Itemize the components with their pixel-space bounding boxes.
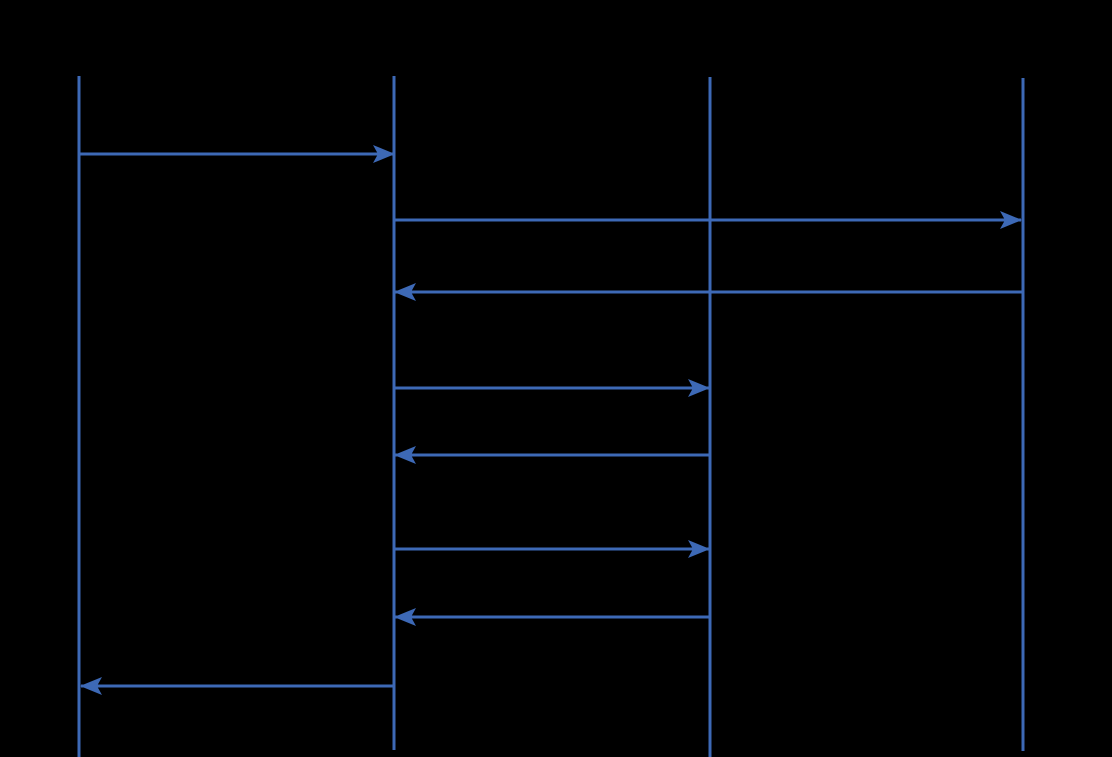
sequence-diagram-canvas — [77, 76, 1025, 757]
sequence-diagram — [77, 76, 1025, 757]
